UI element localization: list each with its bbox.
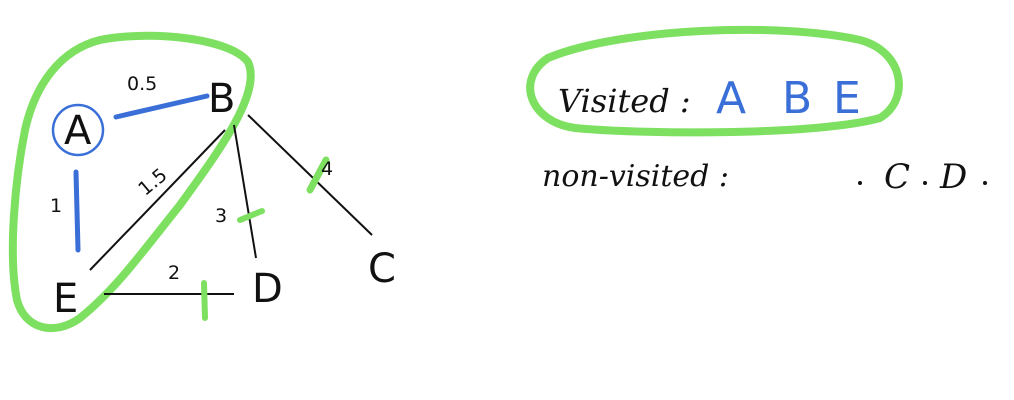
visited-node-2: B <box>782 73 812 124</box>
edge-b-d-weight: 3 <box>215 205 227 227</box>
edge-b-d <box>233 124 257 259</box>
node-a-circle <box>51 103 105 157</box>
edge-b-e <box>89 129 226 271</box>
node-a-label: A <box>64 108 92 154</box>
non-visited-node-2: D <box>939 157 967 197</box>
node-b-label: B <box>208 76 235 122</box>
edge-a-b-weight: 0.5 <box>127 73 157 95</box>
non-visited-dot-3 <box>983 181 987 185</box>
node-d-label: D <box>252 266 283 312</box>
edge-b-e-weight: 1.5 <box>134 164 171 200</box>
edge-e-d-weight: 2 <box>168 262 180 284</box>
non-visited-dot-1 <box>858 181 862 185</box>
node-e-label: E <box>53 276 78 322</box>
edge-b-c-crossmark <box>306 156 330 194</box>
edge-a-e-weight: 1 <box>50 195 62 217</box>
visited-title: Visited : <box>558 82 691 120</box>
visited-region-outline <box>8 31 255 333</box>
edge-b-d-crossmark <box>237 208 265 223</box>
non-visited-node-1: C <box>884 157 910 197</box>
node-c-label: C <box>368 246 396 292</box>
edge-a-e <box>73 169 81 253</box>
visited-node-1: A <box>716 73 746 124</box>
non-visited-title: non-visited : <box>542 159 729 194</box>
edge-b-c <box>247 114 373 236</box>
non-visited-dot-2 <box>923 181 927 185</box>
edge-e-d-crossmark <box>201 280 208 321</box>
visited-list-outline <box>526 25 903 137</box>
visited-node-3: E <box>833 73 861 124</box>
edge-a-b <box>113 93 210 120</box>
edge-b-c-weight: 4 <box>321 158 333 180</box>
